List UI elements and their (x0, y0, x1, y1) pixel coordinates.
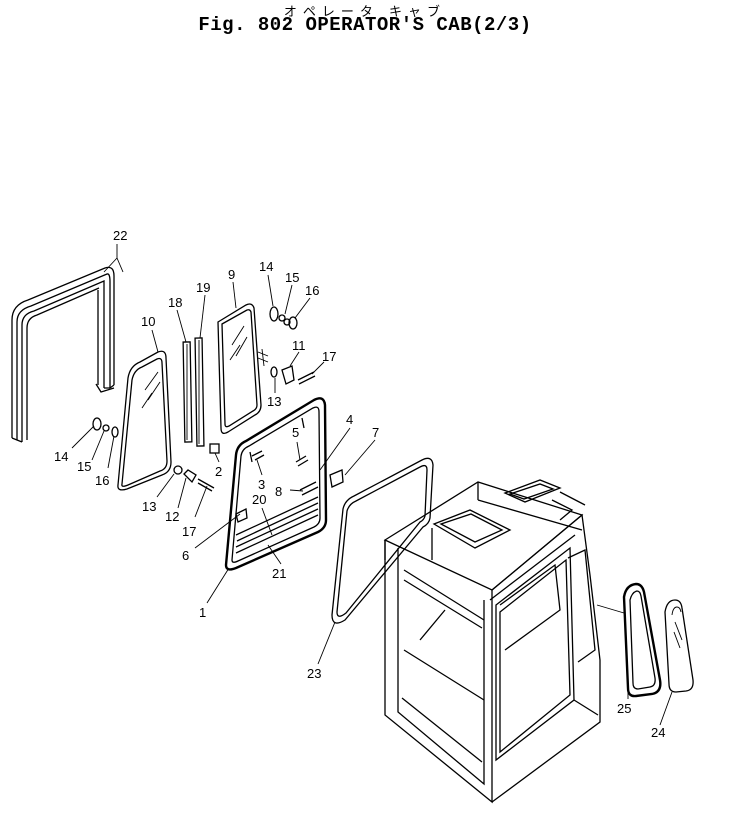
callout-4: 4 (346, 412, 353, 427)
callout-14-top: 14 (259, 259, 273, 274)
callout-5: 5 (292, 425, 299, 440)
callout-13-left: 13 (142, 499, 156, 514)
callout-25: 25 (617, 701, 631, 716)
callout-7: 7 (372, 425, 379, 440)
diagram-title: Fig. 802 OPERATOR'S CAB(2/3) (198, 14, 532, 36)
part-23-window-seal (331, 457, 434, 624)
part-24-rear-glass (664, 599, 694, 693)
callout-8: 8 (275, 484, 282, 499)
callout-6: 6 (182, 548, 189, 563)
callout-20: 20 (252, 492, 266, 507)
callout-1: 1 (199, 605, 206, 620)
hardware-left (92, 417, 220, 492)
part-25-rear-seal (622, 582, 662, 698)
part-10-left-glass (117, 350, 172, 491)
diagram-title-japanese: オペレータ キャブ (283, 5, 447, 20)
callout-10: 10 (141, 314, 155, 329)
callout-17-left: 17 (182, 524, 196, 539)
callout-17-top: 17 (322, 349, 336, 364)
callout-2: 2 (215, 464, 222, 479)
callout-9: 9 (228, 267, 235, 282)
callout-18: 18 (168, 295, 182, 310)
part-1-door-frame (224, 397, 328, 571)
cab-body (383, 479, 601, 804)
callout-3: 3 (258, 477, 265, 492)
callout-15-top: 15 (285, 270, 299, 285)
callout-15-left: 15 (77, 459, 91, 474)
callout-16-top: 16 (305, 283, 319, 298)
leader-lines (71, 244, 673, 726)
part-9-window-glass (217, 303, 269, 434)
callout-19: 19 (196, 280, 210, 295)
callout-22: 22 (113, 228, 127, 243)
callout-21: 21 (272, 566, 286, 581)
part-19-strip (194, 337, 205, 447)
callout-labels: 22 10 18 19 9 14 15 16 11 17 13 14 15 16… (54, 228, 665, 740)
hardware-right (235, 306, 344, 523)
callout-14-left: 14 (54, 449, 68, 464)
callout-12: 12 (165, 509, 179, 524)
callout-11: 11 (292, 338, 306, 353)
callout-23: 23 (307, 666, 321, 681)
callout-13-top: 13 (267, 394, 281, 409)
callout-16-left: 16 (95, 473, 109, 488)
callout-24: 24 (651, 725, 665, 740)
part-18-strip (182, 341, 193, 443)
part-22-upper-seal (11, 266, 115, 443)
